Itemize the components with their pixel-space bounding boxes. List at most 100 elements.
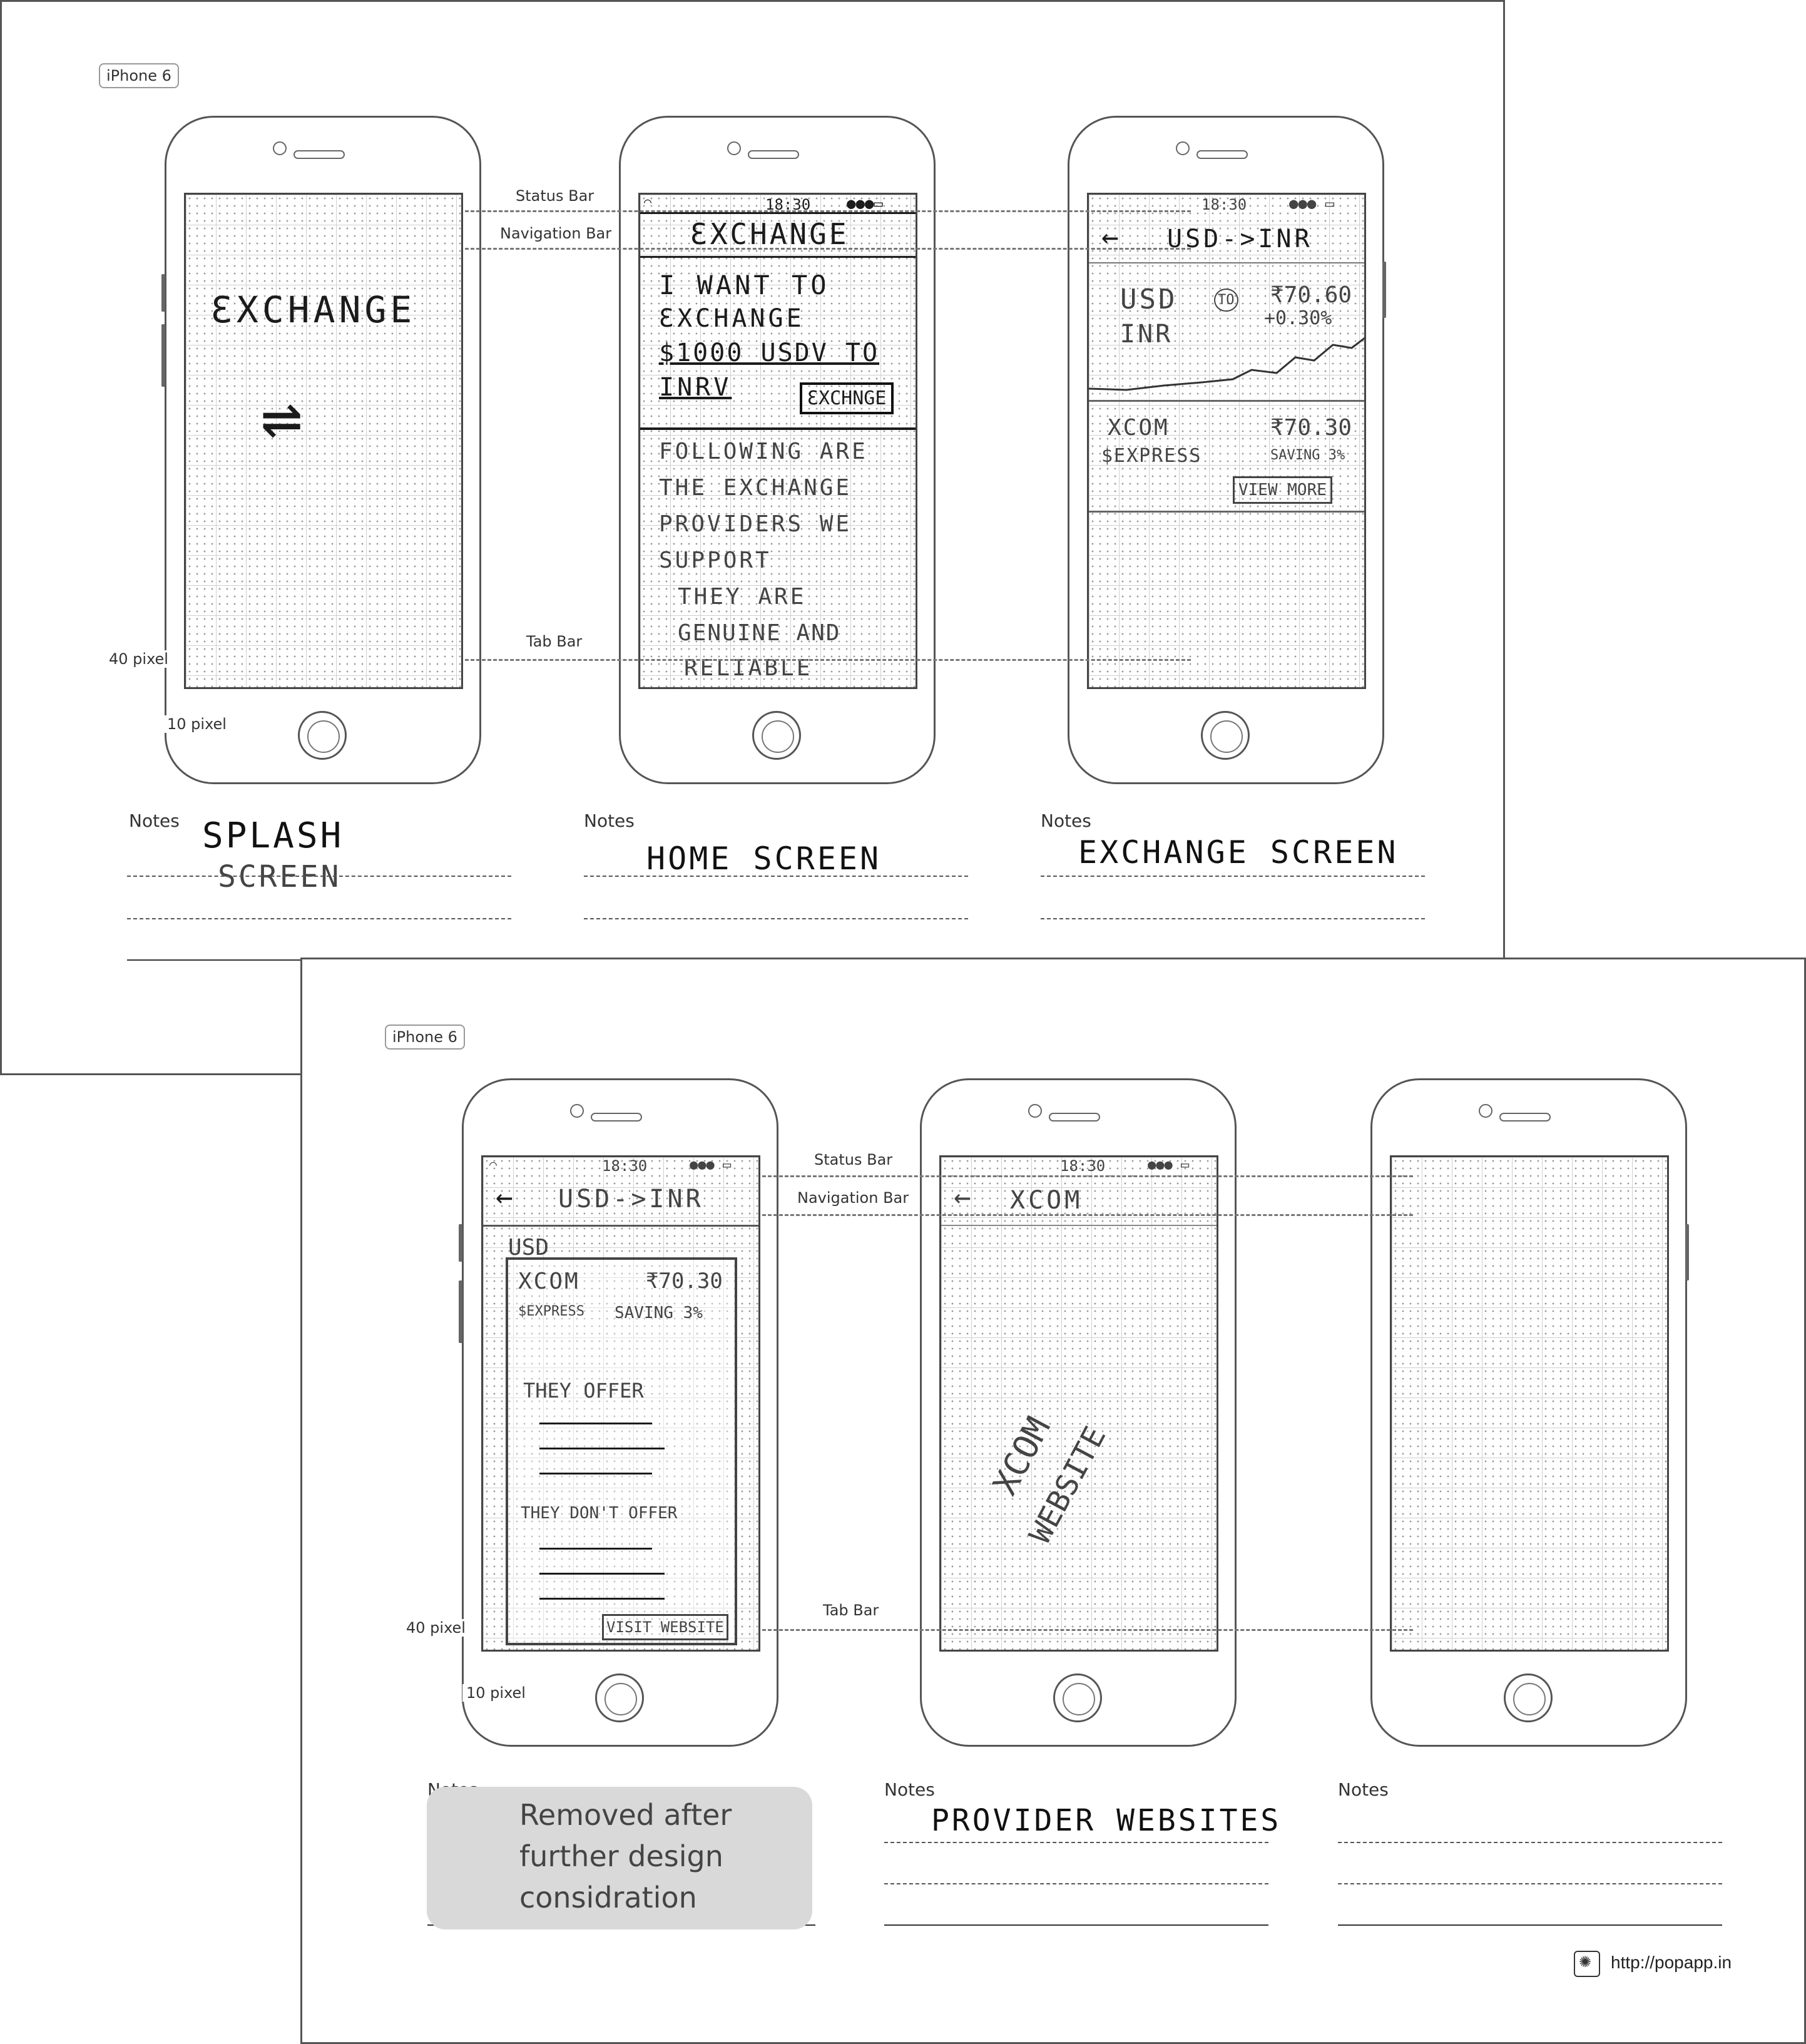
overlay-line-1: Removed after [519, 1798, 732, 1832]
sheet-1: iPhone 6 ƐXCHANGE ⇌ 18:30 ●●●▭ ◠ ƐXCHANG… [0, 0, 1505, 1075]
home-button[interactable] [752, 711, 801, 760]
nav-title: ƐXCHANGE [690, 217, 849, 251]
side-40-label: 40 pixel [402, 1619, 469, 1637]
screen [1390, 1155, 1669, 1652]
home-button[interactable] [1504, 1674, 1553, 1722]
note-splash-2: SCREEN [218, 859, 342, 894]
side-button [459, 1224, 462, 1262]
notes-rule [584, 918, 968, 919]
notes-rule [127, 876, 511, 877]
front-camera [1479, 1104, 1492, 1118]
speaker [1499, 1113, 1551, 1122]
notes-rule [1041, 918, 1425, 919]
overlay-line-2: further design [519, 1839, 723, 1873]
provider-name: XCOM [518, 1269, 580, 1294]
target-currency-input[interactable]: INRV [659, 373, 732, 402]
wifi-icon: ◠ [489, 1157, 497, 1172]
pair-from: USD [1120, 284, 1178, 315]
notes-rule [884, 1842, 1268, 1843]
phone-provider-detail: 18:30 ●●● ▭ ◠ ← USD->INR USD XCOM ₹70.30… [459, 1078, 778, 1747]
view-more-button[interactable]: VIEW MORE [1233, 476, 1332, 504]
chart-divider [1089, 400, 1364, 402]
phone-home: 18:30 ●●●▭ ◠ ƐXCHANGE I WANT TO ƐXCHANGE… [619, 116, 936, 784]
nav-bar-guide [465, 248, 1191, 250]
note-home: HOME SCREEN [646, 841, 882, 877]
status-divider [640, 212, 916, 214]
provider-text-6: GENUINE AND [678, 620, 841, 646]
nav-title: XCOM [1010, 1186, 1083, 1215]
tab-bar-guide [762, 1629, 1413, 1631]
front-camera [1028, 1104, 1042, 1118]
popapp-logo-icon [1574, 1951, 1600, 1977]
nav-bar-label: Navigation Bar [496, 225, 616, 242]
notes-label: Notes [1041, 810, 1091, 831]
home-button[interactable] [298, 711, 347, 760]
tab-bar-label: Tab Bar [819, 1602, 883, 1619]
screen: ƐXCHANGE ⇌ [184, 193, 463, 689]
visit-website-button[interactable]: VISIT WEBSITE [602, 1614, 728, 1640]
offer-item [539, 1448, 665, 1449]
amount-input[interactable]: $1000 USDV TO [659, 339, 880, 367]
footer-url[interactable]: http://popapp.in [1611, 1953, 1732, 1972]
side-button [161, 274, 165, 312]
home-button[interactable] [1053, 1674, 1102, 1722]
notes-rule [884, 1883, 1268, 1884]
splash-title: ƐXCHANGE [211, 289, 416, 331]
status-bar-label: Status Bar [512, 187, 598, 205]
speaker [748, 150, 799, 159]
provider-sub: $EXPRESS [1101, 445, 1202, 467]
not-offer-item [539, 1598, 665, 1600]
currency-label: USD [508, 1235, 549, 1260]
device-tag: iPhone 6 [99, 63, 179, 88]
overlay-line-3: considration [519, 1881, 697, 1914]
device-tag: iPhone 6 [385, 1025, 465, 1050]
provider-text-2: THE EXCHANGE [659, 475, 852, 501]
bottom-10-label: 10 pixel [462, 1684, 529, 1702]
bottom-10-label: 10 pixel [163, 715, 230, 733]
provider-text-3: PROVIDERS WE [659, 511, 852, 537]
battery-icon: ●●●▭ [847, 195, 883, 212]
back-arrow-icon[interactable]: ← [954, 1180, 971, 1214]
offer-title: THEY OFFER [523, 1379, 644, 1403]
status-bar-time: 18:30 [1201, 196, 1247, 213]
notes-label: Notes [129, 810, 180, 831]
not-offer-item [539, 1573, 665, 1575]
notes-label: Notes [1338, 1779, 1389, 1800]
side-button [1382, 262, 1386, 318]
tab-bar-label: Tab Bar [523, 633, 586, 650]
side-button [1685, 1224, 1689, 1280]
notes-label: Notes [884, 1779, 935, 1800]
screen: 18:30 ●●● ▭ ← XCOM XCOM WEBSITE [939, 1155, 1218, 1652]
back-arrow-icon[interactable]: ← [496, 1180, 513, 1214]
provider-text-4: SUPPORT [659, 548, 772, 573]
home-button[interactable] [595, 1674, 644, 1722]
provider-rate: ₹70.30 [646, 1269, 723, 1294]
speaker [591, 1113, 642, 1122]
home-button[interactable] [1201, 711, 1250, 760]
note-exchange: EXCHANGE SCREEN [1078, 834, 1399, 871]
current-rate: ₹70.60 [1270, 282, 1352, 308]
screen: 18:30 ●●●▭ ◠ ƐXCHANGE I WANT TO ƐXCHANGE… [638, 193, 917, 689]
not-offer-title: THEY DON'T OFFER [521, 1504, 678, 1523]
front-camera [273, 141, 287, 155]
notes-rule [1338, 1924, 1722, 1926]
nav-bar-label: Navigation Bar [793, 1189, 913, 1207]
provider-name: XCOM [1108, 415, 1170, 441]
front-camera [727, 141, 741, 155]
provider-saving: SAVING 3% [1270, 447, 1345, 463]
rate-change: +0.30% [1264, 307, 1332, 329]
screen: 18:30 ●●● ▭ ← USD->INR USD TO INR ₹70.60… [1087, 193, 1366, 689]
exchange-button[interactable]: ƐXCHNGE [800, 382, 894, 414]
notes-rule [884, 1924, 1268, 1926]
exchange-arrows-icon: ⇌ [261, 376, 303, 456]
notes-rule [1338, 1883, 1722, 1884]
provider-text-5: THEY ARE [678, 584, 807, 610]
side-button [459, 1280, 462, 1343]
intro-line-1: I WANT TO [659, 270, 830, 300]
phone-blank [1370, 1078, 1689, 1747]
tab-bar-guide [465, 659, 1191, 661]
battery-icon: ●●● ▭ [690, 1157, 732, 1173]
intro-line-2: ƐXCHANGE [659, 304, 805, 333]
wifi-icon: ◠ [644, 195, 652, 210]
provider-saving: SAVING 3% [615, 1304, 703, 1322]
